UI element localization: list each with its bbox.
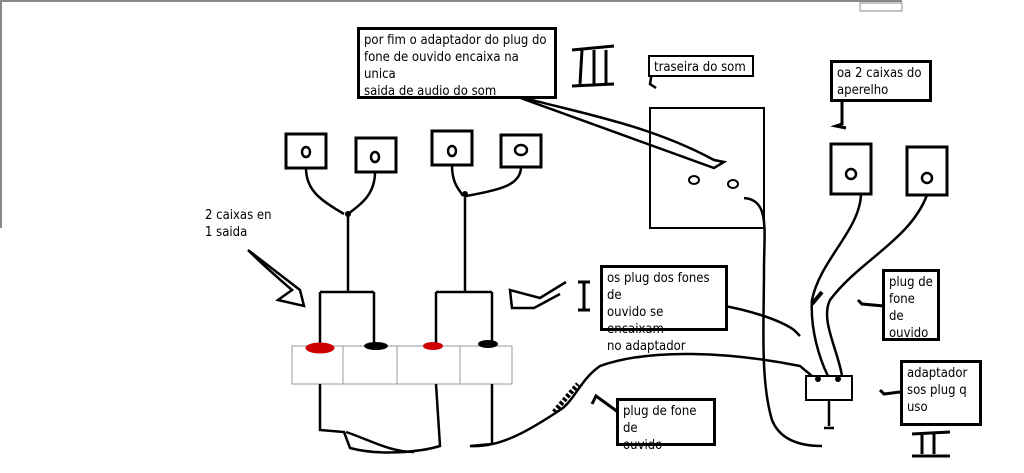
speaker-cone-4 [513,143,529,157]
plug-black-1 [364,342,388,350]
arrow-adapter-to-rear [503,90,728,170]
cable-below-strip [318,352,813,454]
label-two-boxes-one-output: 2 caixas en 1 saida [205,208,272,240]
plug-headphone-right [810,290,824,306]
speaker-cone-right-2 [920,171,934,185]
speaker-box-right-2 [905,145,949,197]
rear-jack-1 [688,175,700,185]
adapter-jack-tail [824,400,834,430]
plug-black-2 [478,340,498,348]
label-adapter-fit: por fim o adaptador do plug do fone de o… [357,27,557,99]
adapter-dot-1 [815,376,821,382]
arrow-two-speakers [830,102,847,130]
window-control [859,2,903,12]
plug-red-1 [305,342,335,354]
cable-right-speakers [810,193,929,377]
adapter-box-right [805,375,853,401]
label-plug-headphone-right: plug de fone de ouvido [882,269,940,341]
sketch-symbol-i [578,280,590,312]
plug-headphone-bottom [552,382,580,414]
arrow-two-boxes [247,249,306,308]
cable-left-pair [304,167,377,346]
cable-junction-left [345,211,351,217]
plug-red-2 [423,342,443,350]
label-plug-headphone-bottom: plug de fone de ouvido [616,398,716,453]
speaker-cone-right-1 [844,167,858,181]
speaker-cone-1 [300,145,312,159]
adapter-dot-2 [835,376,841,382]
cable-right-pair [434,164,523,344]
sketch-symbol-bottom [911,430,951,458]
label-plugs-fit-adapter: os plug dos fones de ouvido se encaixam … [600,265,728,354]
sketch-symbol-top [571,44,615,88]
speaker-box-4 [499,133,543,169]
label-adapter-plugs: adaptador sos plug q uso [900,360,982,426]
arrow-into-strip [508,280,567,310]
arrow-plug-bottom [590,393,619,414]
rear-panel [649,107,765,229]
arrow-adapter-label [878,388,901,396]
speaker-box-3 [430,129,474,167]
arrow-plug-right [856,298,885,308]
cable-junction-right [462,191,468,197]
label-rear: traseira do som [648,55,754,77]
speaker-box-2 [354,136,398,174]
speaker-box-1 [284,132,328,170]
label-two-speakers: oa 2 caixas do aperelho [830,60,932,102]
cable-rear-to-adapter [743,196,823,448]
speaker-cone-3 [446,144,458,158]
speaker-cone-2 [369,150,381,164]
rear-jack-2 [727,179,739,189]
